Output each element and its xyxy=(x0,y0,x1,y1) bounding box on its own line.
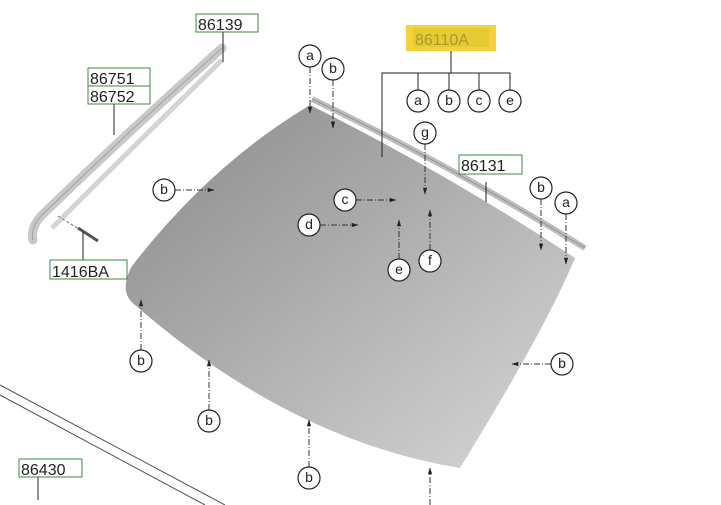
svg-text:a: a xyxy=(414,92,422,108)
svg-text:86139: 86139 xyxy=(198,17,243,34)
group-callout-b[interactable]: b xyxy=(437,89,461,113)
svg-text:b: b xyxy=(137,352,145,368)
svg-text:e: e xyxy=(506,92,514,108)
label-1416BA[interactable]: 1416BA xyxy=(49,259,128,281)
callout-b[interactable]: b xyxy=(529,176,553,200)
label-86430[interactable]: 86430 xyxy=(18,458,83,479)
svg-text:a: a xyxy=(306,47,314,63)
svg-text:86430: 86430 xyxy=(21,462,66,479)
callout-b[interactable]: b xyxy=(321,57,345,81)
label-86139[interactable]: 86139 xyxy=(195,13,259,34)
clip-1416BA[interactable] xyxy=(77,226,99,243)
callout-c[interactable]: c xyxy=(333,188,357,212)
callout-arrows xyxy=(138,67,569,505)
label-86131[interactable]: 86131 xyxy=(458,154,523,175)
callout-b[interactable]: b xyxy=(152,178,176,202)
svg-text:b: b xyxy=(558,355,566,371)
callout-b[interactable]: b xyxy=(129,349,153,373)
svg-text:b: b xyxy=(160,181,168,197)
callout-a[interactable]: a xyxy=(298,44,322,68)
svg-text:b: b xyxy=(537,179,545,195)
group-callout-e[interactable]: e xyxy=(498,89,522,113)
callout-d[interactable]: d xyxy=(297,213,321,237)
label-86752[interactable]: 86752 xyxy=(87,85,151,106)
svg-text:d: d xyxy=(305,216,313,232)
group-callout-c[interactable]: c xyxy=(467,89,491,113)
svg-text:1416BA: 1416BA xyxy=(52,264,109,281)
callout-g[interactable]: g xyxy=(413,121,437,145)
svg-text:b: b xyxy=(445,92,453,108)
svg-text:f: f xyxy=(428,252,432,268)
callout-a[interactable]: a xyxy=(554,191,578,215)
svg-text:86751: 86751 xyxy=(90,71,135,88)
svg-text:c: c xyxy=(342,191,349,207)
svg-text:e: e xyxy=(395,261,403,277)
svg-text:86752: 86752 xyxy=(90,89,135,106)
part-86430[interactable] xyxy=(0,384,226,505)
svg-text:a: a xyxy=(562,194,570,210)
callout-e[interactable]: e xyxy=(387,258,411,282)
svg-text:c: c xyxy=(476,92,483,108)
callout-b[interactable]: b xyxy=(550,352,574,376)
svg-text:b: b xyxy=(305,469,313,485)
callout-f[interactable]: f xyxy=(418,249,442,273)
svg-text:b: b xyxy=(205,412,213,428)
group-callout-a[interactable]: a xyxy=(406,89,430,113)
svg-text:b: b xyxy=(329,60,337,76)
svg-text:86131: 86131 xyxy=(461,158,506,175)
svg-text:86110A: 86110A xyxy=(415,32,469,49)
label-86110A-highlighted[interactable]: 86110A xyxy=(406,25,496,51)
windshield-glass[interactable] xyxy=(125,105,575,468)
callout-b[interactable]: b xyxy=(297,466,321,490)
svg-text:g: g xyxy=(421,124,429,140)
label-86751[interactable]: 86751 xyxy=(87,67,151,88)
callout-b[interactable]: b xyxy=(197,409,221,433)
